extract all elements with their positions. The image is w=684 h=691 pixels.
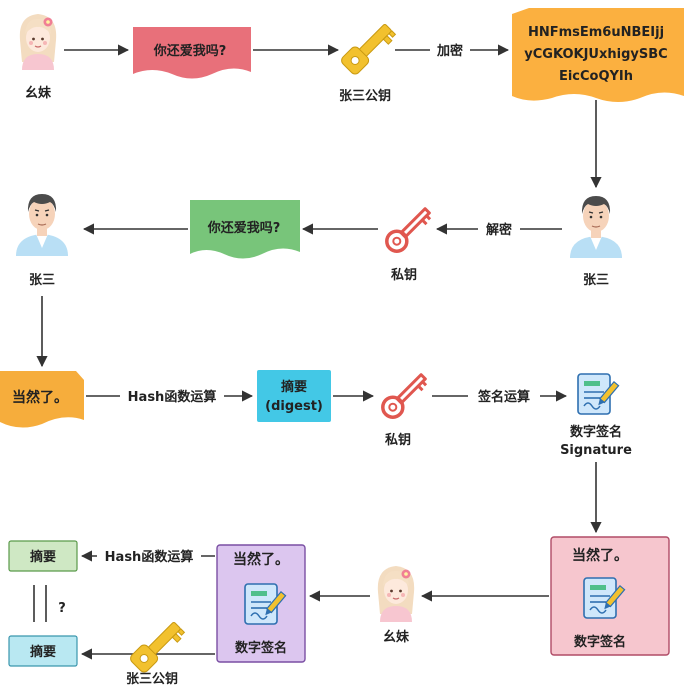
yaomei-top-avatar bbox=[19, 13, 57, 71]
private-key-mid bbox=[380, 201, 437, 258]
digest-top-box bbox=[8, 540, 78, 572]
signature-document bbox=[577, 373, 620, 415]
signature-label-en: Signature bbox=[560, 443, 632, 458]
compare-question-mark: ? bbox=[58, 601, 66, 616]
private-key-mid-label: 私钥 bbox=[391, 267, 417, 283]
red-key-icon bbox=[376, 367, 433, 424]
pink-card-title: 当然了。 bbox=[572, 547, 628, 564]
public-key-bottom bbox=[128, 616, 187, 676]
document-pen-icon bbox=[577, 373, 620, 415]
digest-top-text: 摘要 bbox=[30, 549, 56, 565]
red-key-icon bbox=[380, 201, 437, 258]
private-key-low bbox=[376, 367, 433, 424]
public-key-top bbox=[339, 18, 398, 78]
signature-label-cn: 数字签名 bbox=[570, 424, 622, 440]
message-green-text: 你还爱我吗? bbox=[207, 220, 281, 236]
message-red-text: 你还爱我吗? bbox=[153, 43, 227, 59]
sign-edge-label: 签名运算 bbox=[477, 389, 530, 405]
encrypt-edge-label: 加密 bbox=[436, 43, 463, 59]
man-avatar-icon bbox=[569, 195, 623, 259]
digest-bottom-box bbox=[8, 635, 78, 667]
public-key-bottom-label: 张三公钥 bbox=[126, 671, 178, 687]
ciphertext-line-3: EicCoQYIh bbox=[559, 69, 633, 84]
reply-note-amber bbox=[0, 371, 84, 428]
digest-box-line1: 摘要 bbox=[281, 379, 307, 395]
man-avatar-icon bbox=[15, 193, 69, 257]
hash-edge-bottom-label: Hash函数运算 bbox=[105, 549, 194, 565]
pink-card-sig-label: 数字签名 bbox=[574, 634, 626, 650]
zhangsan-right-avatar bbox=[569, 195, 623, 259]
yaomei-bottom-avatar bbox=[377, 565, 415, 623]
decrypt-edge-label: 解密 bbox=[485, 222, 512, 238]
message-note-green bbox=[190, 200, 300, 259]
gold-key-icon bbox=[128, 616, 187, 676]
digest-box bbox=[257, 370, 331, 422]
ciphertext-note bbox=[512, 8, 684, 102]
private-key-low-label: 私钥 bbox=[385, 432, 411, 448]
yaomei-top-label: 幺妹 bbox=[25, 85, 52, 101]
zhangsan-left-label: 张三 bbox=[29, 273, 55, 288]
digest-box-line2: (digest) bbox=[265, 399, 323, 414]
public-key-top-label: 张三公钥 bbox=[339, 88, 391, 104]
ciphertext-line-1: HNFmsEm6uNBEIjj bbox=[528, 25, 664, 40]
zhangsan-right-label: 张三 bbox=[583, 273, 609, 288]
hash-edge-label: Hash函数运算 bbox=[128, 389, 217, 405]
ciphertext-line-2: yCGKOKJUxhigySBC bbox=[524, 47, 667, 62]
digest-bottom-text: 摘要 bbox=[30, 644, 56, 660]
reply-note-text: 当然了。 bbox=[12, 389, 68, 406]
purple-card-title: 当然了。 bbox=[233, 551, 289, 568]
zhangsan-left-avatar bbox=[15, 193, 69, 257]
gold-key-icon bbox=[339, 18, 398, 78]
girl-avatar-icon bbox=[19, 13, 57, 71]
purple-card-sig-label: 数字签名 bbox=[235, 640, 287, 656]
message-note-red bbox=[133, 27, 251, 79]
girl-avatar-icon bbox=[377, 565, 415, 623]
yaomei-bottom-label: 幺妹 bbox=[383, 629, 410, 645]
